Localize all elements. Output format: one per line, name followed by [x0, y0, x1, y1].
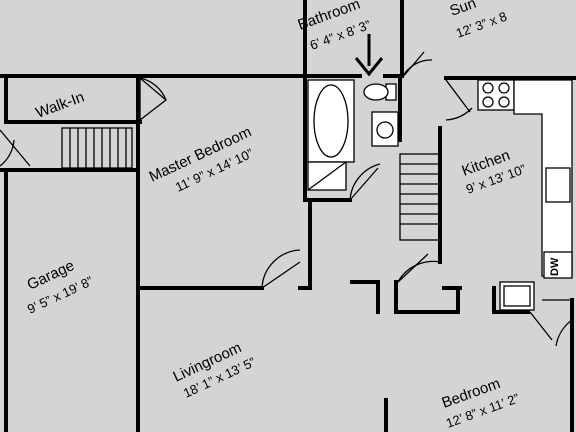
- dishwasher-label: DW: [549, 257, 561, 276]
- walkin-name: Walk-In: [34, 89, 87, 122]
- sunroom-name: Sun: [448, 0, 479, 20]
- stairs-hall: [399, 153, 441, 241]
- arrow-down-icon: [354, 34, 384, 77]
- kitchen-fixtures: [477, 79, 573, 311]
- doors: [0, 51, 573, 347]
- bathroom-fixtures: [307, 79, 399, 191]
- room-labels: Bathroom 6’ 4” x 8’ 3” Sun 12’ 3” x 8 Wa…: [25, 0, 561, 431]
- stairs-garage: [61, 127, 133, 169]
